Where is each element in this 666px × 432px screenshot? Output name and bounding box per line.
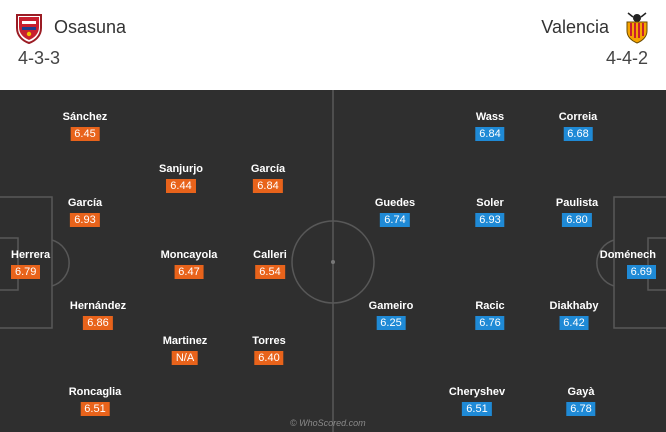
player-rating: 6.40 (254, 351, 284, 365)
player-name: Gameiro (368, 300, 414, 312)
player-rating: 6.79 (11, 265, 41, 279)
player-name: Guedes (374, 197, 416, 209)
whoscored-watermark: © WhoScored.com (290, 418, 366, 428)
player-diakhaby[interactable]: Diakhaby 6.42 (549, 300, 599, 331)
player-rating: 6.86 (83, 316, 113, 330)
player-rating: 6.54 (255, 265, 285, 279)
player-name: Sánchez (62, 111, 108, 123)
player-rating: 6.84 (253, 179, 283, 193)
player-rating: 6.74 (380, 213, 410, 227)
player-martinez[interactable]: Martinez N/A (162, 335, 208, 366)
player-rating: 6.42 (559, 316, 589, 330)
player-roncaglia[interactable]: Roncaglia 6.51 (68, 386, 122, 417)
football-pitch: Sánchez 6.45 Sanjurjo 6.44 García 6.84 G… (0, 90, 666, 432)
player-soler[interactable]: Soler 6.93 (475, 197, 505, 228)
osasuna-crest-icon[interactable] (14, 12, 44, 44)
player-name: Cheryshev (448, 386, 506, 398)
valencia-crest-icon[interactable] (622, 12, 652, 44)
player-sanjurjo[interactable]: Sanjurjo 6.44 (159, 163, 203, 194)
player-rating: 6.78 (566, 402, 596, 416)
player-name: Wass (475, 111, 505, 123)
player-rating: 6.84 (475, 127, 505, 141)
player-name: Torres (252, 335, 286, 347)
player-name: Herrera (11, 249, 51, 261)
player-moncayola[interactable]: Moncayola 6.47 (160, 249, 218, 280)
player-rating: 6.51 (80, 402, 110, 416)
home-formation: 4-3-3 (18, 48, 61, 68)
player-rating: 6.93 (70, 213, 100, 227)
player-name: Paulista (555, 197, 599, 209)
player-rating: 6.51 (462, 402, 492, 416)
player-name: Calleri (253, 249, 287, 261)
player-gaya[interactable]: Gayà 6.78 (566, 386, 596, 417)
player-garcia-defence[interactable]: García 6.93 (68, 197, 102, 228)
home-team-name[interactable]: Osasuna (54, 17, 127, 37)
player-herrera[interactable]: Herrera 6.79 (11, 249, 50, 280)
player-rating: 6.68 (563, 127, 593, 141)
player-name: García (250, 163, 286, 175)
player-guedes[interactable]: Guedes 6.74 (375, 197, 415, 228)
player-rating: 6.80 (562, 213, 592, 227)
player-name: Roncaglia (68, 386, 122, 398)
player-name: Diakhaby (549, 300, 599, 312)
player-rating: 6.44 (166, 179, 196, 193)
player-cheryshev[interactable]: Cheryshev 6.51 (449, 386, 505, 417)
match-header: Osasuna 4-3-3 Valencia 4-4-2 (0, 0, 666, 90)
player-paulista[interactable]: Paulista 6.80 (556, 197, 598, 228)
player-gameiro[interactable]: Gameiro 6.25 (368, 300, 414, 331)
player-garcia-midfield[interactable]: García 6.84 (251, 163, 285, 194)
player-racic[interactable]: Racic 6.76 (475, 300, 505, 331)
player-hernandez[interactable]: Hernández 6.86 (70, 300, 126, 331)
player-name: García (67, 197, 103, 209)
player-rating: 6.69 (626, 265, 656, 279)
player-domenech[interactable]: Doménech 6.69 (600, 249, 656, 280)
player-name: Correia (558, 111, 598, 123)
pitch-lines (0, 90, 666, 432)
player-rating: 6.76 (475, 316, 505, 330)
player-sanchez[interactable]: Sánchez 6.45 (62, 111, 108, 142)
player-name: Doménech (599, 249, 656, 261)
player-rating: N/A (171, 351, 199, 365)
player-name: Sanjurjo (158, 163, 204, 175)
player-rating: 6.93 (475, 213, 505, 227)
player-name: Gayà (567, 386, 595, 398)
away-formation: 4-4-2 (605, 48, 648, 68)
player-rating: 6.25 (376, 316, 406, 330)
player-name: Martinez (162, 335, 208, 347)
away-team-name[interactable]: Valencia (541, 17, 609, 37)
player-rating: 6.45 (70, 127, 100, 141)
player-rating: 6.47 (174, 265, 204, 279)
player-name: Hernández (69, 300, 127, 312)
player-wass[interactable]: Wass 6.84 (475, 111, 505, 142)
player-torres[interactable]: Torres 6.40 (252, 335, 286, 366)
player-calleri[interactable]: Calleri 6.54 (253, 249, 287, 280)
player-name: Moncayola (160, 249, 218, 261)
player-name: Soler (476, 197, 504, 209)
player-name: Racic (475, 300, 505, 312)
player-correia[interactable]: Correia 6.68 (558, 111, 598, 142)
